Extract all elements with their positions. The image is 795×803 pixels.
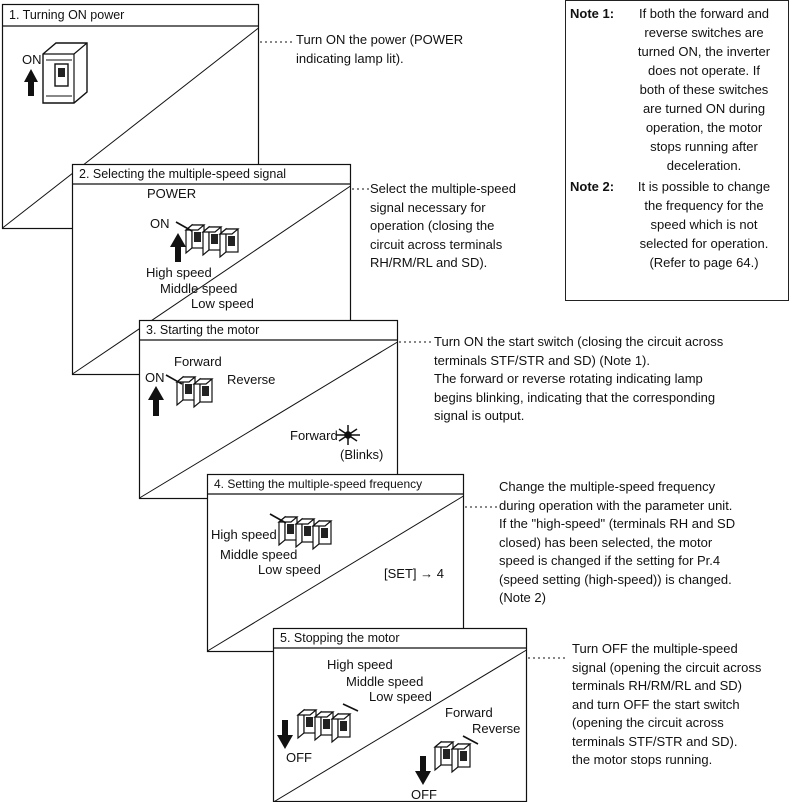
middle-speed-label: Middle speed [346, 674, 424, 689]
note-2: Note 2: It is possible to change the fre… [570, 177, 784, 272]
step2-title: 2. Selecting the multiple-speed signal [79, 167, 287, 181]
down-arrow-icon [415, 756, 431, 785]
step2-description: Select the multiple-speed signal necessa… [370, 180, 550, 273]
note-line: both of these switches [639, 82, 769, 97]
low-speed-label: Low speed [258, 562, 321, 577]
reverse-label: Reverse [472, 721, 521, 736]
up-arrow-icon [24, 69, 38, 96]
desc-line: terminals STF/STR and SD) (Note 1). [434, 352, 650, 368]
desc-line: and turn OFF the start switch [572, 696, 740, 712]
step4-description: Change the multiple-speed frequency duri… [499, 478, 795, 608]
up-arrow-icon [170, 233, 186, 262]
note-line: selected for operation. [639, 236, 769, 251]
desc-line: indicating lamp lit). [296, 50, 404, 66]
note-line: does not operate. If [647, 63, 761, 78]
power-label: POWER [147, 186, 197, 201]
desc-line: Change the multiple-speed frequency [499, 479, 716, 494]
desc-line: If the "high-speed" (terminals RH and SD [499, 516, 736, 531]
desc-line: RH/RM/RL and SD). [370, 255, 488, 270]
step3-title: 3. Starting the motor [146, 323, 260, 337]
middle-speed-label: Middle speed [220, 547, 298, 562]
note-line: are turned ON during [642, 101, 766, 116]
desc-line: circuit across terminals [370, 236, 503, 252]
desc-line: Select the multiple-speed [370, 181, 516, 196]
desc-line: signal necessary for [370, 199, 486, 215]
desc-line: begins blinking, indicating that the cor… [434, 389, 716, 405]
on-label: ON [150, 216, 170, 231]
high-speed-label: High speed [211, 527, 277, 542]
step5-frame [272, 627, 568, 802]
off-label: OFF [286, 750, 312, 765]
high-speed-label: High speed [327, 657, 393, 672]
note-line: It is possible to change [637, 179, 771, 194]
desc-line: (opening the circuit across [572, 715, 724, 730]
note-label: Note 2: [570, 179, 615, 194]
desc-line: Turn ON the start switch (closing the ci… [434, 334, 724, 349]
forward-label: Forward [445, 705, 493, 720]
low-speed-label: Low speed [369, 689, 432, 704]
desc-line: operation (closing the [370, 218, 495, 233]
blinks-label: (Blinks) [340, 447, 384, 462]
step1-title: 1. Turning ON power [9, 8, 125, 22]
step3-description: Turn ON the start switch (closing the ci… [434, 333, 784, 426]
desc-line: terminals RH/RM/RL and SD) [572, 678, 743, 693]
high-speed-label: High speed [146, 265, 212, 280]
desc-line: the motor stops running. [572, 752, 713, 767]
desc-line: signal (opening the circuit across [572, 659, 762, 675]
set-key-label: [SET] → 4 [384, 566, 444, 581]
step4-title: 4. Setting the multiple-speed frequency [214, 477, 423, 491]
note-line: the frequency for the [644, 198, 764, 213]
desc-line: Turn ON the power (POWER [296, 32, 464, 47]
desc-line: Turn OFF the multiple-speed [572, 641, 738, 656]
sun-lamp-icon [336, 425, 360, 445]
desc-line: closed) has been selected, the motor [499, 534, 713, 550]
up-arrow-icon [148, 386, 164, 416]
step5-description: Turn OFF the multiple-speed signal (open… [572, 640, 795, 770]
note-1: Note 1: If both the forward and reverse … [570, 4, 784, 175]
notes-box: Note 1: If both the forward and reverse … [565, 0, 789, 301]
desc-line: (speed setting (high-speed)) is changed. [499, 571, 732, 587]
desc-line: The forward or reverse rotating indicati… [434, 371, 703, 386]
on-label: ON [22, 52, 42, 67]
low-speed-label: Low speed [191, 296, 254, 311]
down-arrow-icon [277, 720, 293, 749]
forward-label: Forward [174, 354, 222, 369]
note-line: If both the forward and [638, 6, 770, 21]
breaker-icon [42, 42, 88, 104]
middle-speed-label: Middle speed [160, 281, 238, 296]
note-line: (Refer to page 64.) [649, 255, 759, 270]
step3-frame [138, 319, 432, 500]
note-text: It is possible to change the frequency f… [624, 177, 784, 272]
on-label: ON [145, 370, 165, 385]
note-line: deceleration. [666, 158, 742, 173]
off-label: OFF [411, 787, 437, 802]
desc-line: speed is changed if the setting for Pr.4 [499, 553, 721, 568]
step4-frame [206, 473, 497, 653]
note-line: reverse switches are [644, 25, 764, 40]
desc-line: terminals STF/STR and SD). [572, 733, 738, 749]
note-line: operation, the motor [645, 120, 763, 135]
note-text: If both the forward and reverse switches… [624, 4, 784, 175]
step1-description: Turn ON the power (POWER indicating lamp… [296, 31, 536, 68]
note-line: stops running after [650, 139, 758, 154]
step5-title: 5. Stopping the motor [280, 631, 400, 645]
note-line: turned ON, the inverter [637, 44, 771, 59]
note-label: Note 1: [570, 6, 615, 21]
desc-line: during operation with the parameter unit… [499, 497, 733, 513]
desc-line: (Note 2) [499, 590, 546, 605]
reverse-label: Reverse [227, 372, 276, 387]
forward-lamp-label: Forward [290, 428, 338, 443]
desc-line: signal is output. [434, 408, 525, 423]
note-line: speed which is not [650, 217, 758, 232]
